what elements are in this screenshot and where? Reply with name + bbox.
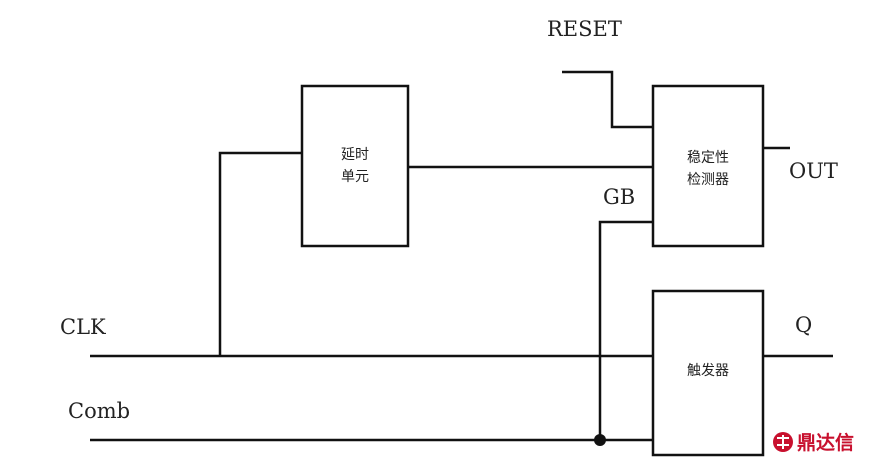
delay-unit-block: 延时 单元 — [300, 84, 410, 248]
delay-unit-label-line2: 单元 — [341, 169, 369, 185]
watermark-logo: 鼎达信 — [773, 431, 854, 454]
flip-flop-block: 触发器 — [651, 289, 765, 457]
delay-unit-label-line1: 延时 — [341, 147, 369, 163]
stability-detector-label-line1: 稳定性 — [687, 150, 729, 166]
watermark-icon-mark — [777, 435, 789, 449]
stability-detector-label-line2: 检测器 — [687, 172, 729, 188]
comb-label: Comb — [68, 399, 130, 423]
clk-to-delay-wire — [218, 151, 302, 356]
watermark-text: 鼎达信 — [797, 431, 854, 454]
out-label: OUT — [789, 159, 838, 183]
reset-label: RESET — [547, 17, 622, 41]
delay-unit-box — [300, 84, 410, 248]
q-label: Q — [795, 313, 812, 337]
stability-detector-block: 稳定性 检测器 — [651, 84, 765, 248]
stability-detector-box — [651, 84, 765, 248]
junction-dot — [594, 434, 606, 446]
wires — [90, 70, 833, 446]
gb-wire — [598, 220, 653, 440]
gb-label: GB — [603, 185, 635, 209]
clk-label: CLK — [60, 315, 106, 339]
flip-flop-label: 触发器 — [687, 363, 729, 379]
reset-wire — [562, 70, 653, 129]
flip-flop-box — [651, 289, 765, 457]
